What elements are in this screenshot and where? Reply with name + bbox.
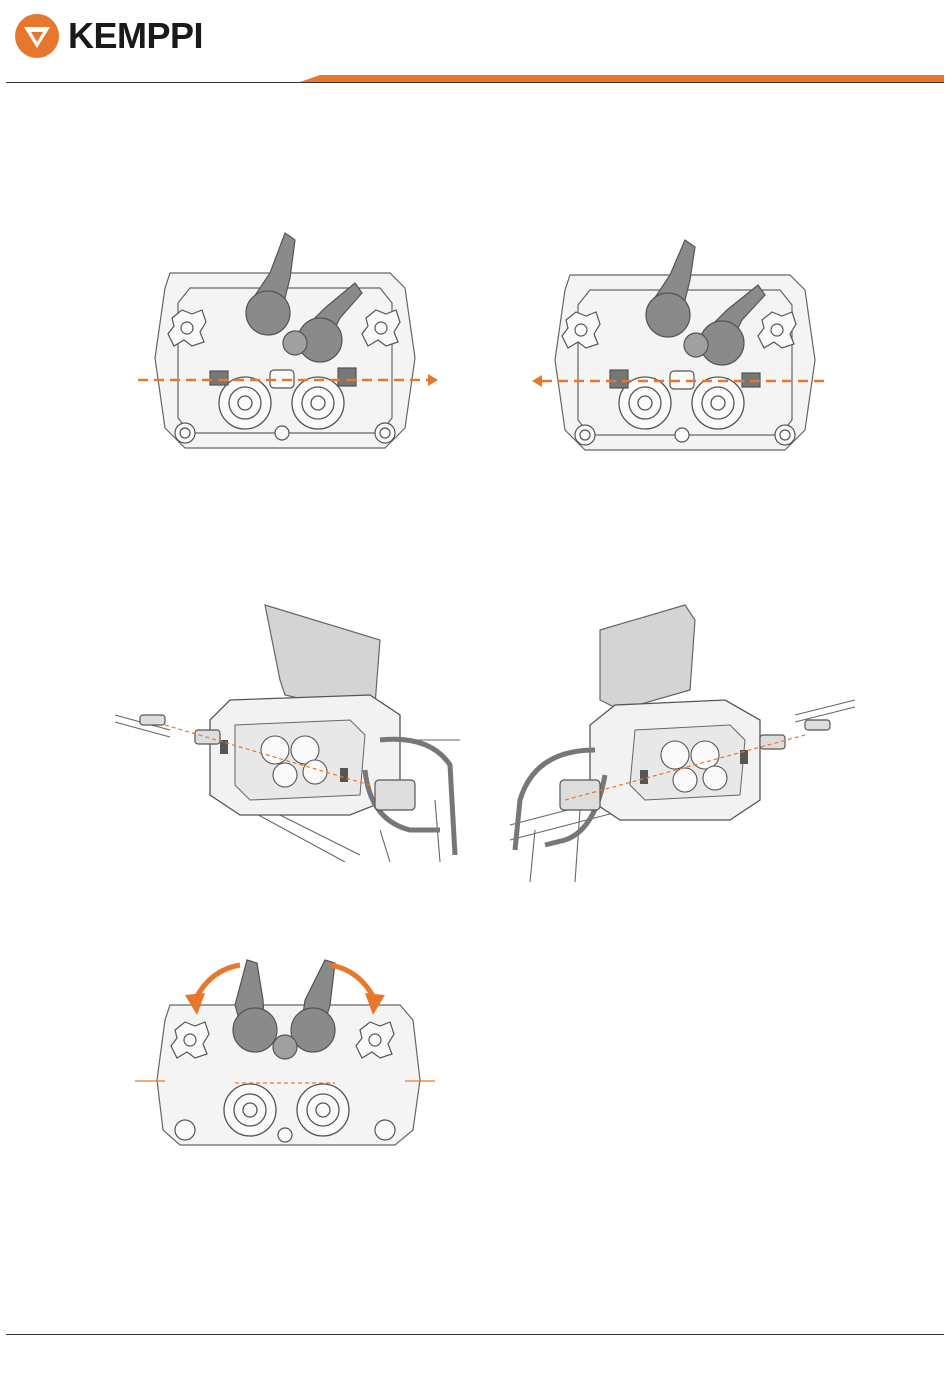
wire-feed-mechanism-feed-right	[130, 228, 440, 458]
pressure-arms-open	[135, 955, 435, 1155]
header-accent-bar	[300, 75, 944, 82]
wire-feeder-open-lid-right-view	[505, 600, 860, 882]
open-arrows-icon	[195, 965, 375, 1000]
wire-feeder-open-lid-left-view	[110, 600, 465, 862]
brand-name: KEMPPI	[68, 15, 203, 57]
brand-logo: KEMPPI	[14, 12, 203, 60]
page-header: KEMPPI	[0, 0, 950, 90]
wire-feed-mechanism-feed-left	[530, 235, 840, 460]
header-divider	[6, 82, 944, 83]
footer-divider	[6, 1334, 944, 1335]
kemppi-logo-icon	[14, 13, 60, 59]
